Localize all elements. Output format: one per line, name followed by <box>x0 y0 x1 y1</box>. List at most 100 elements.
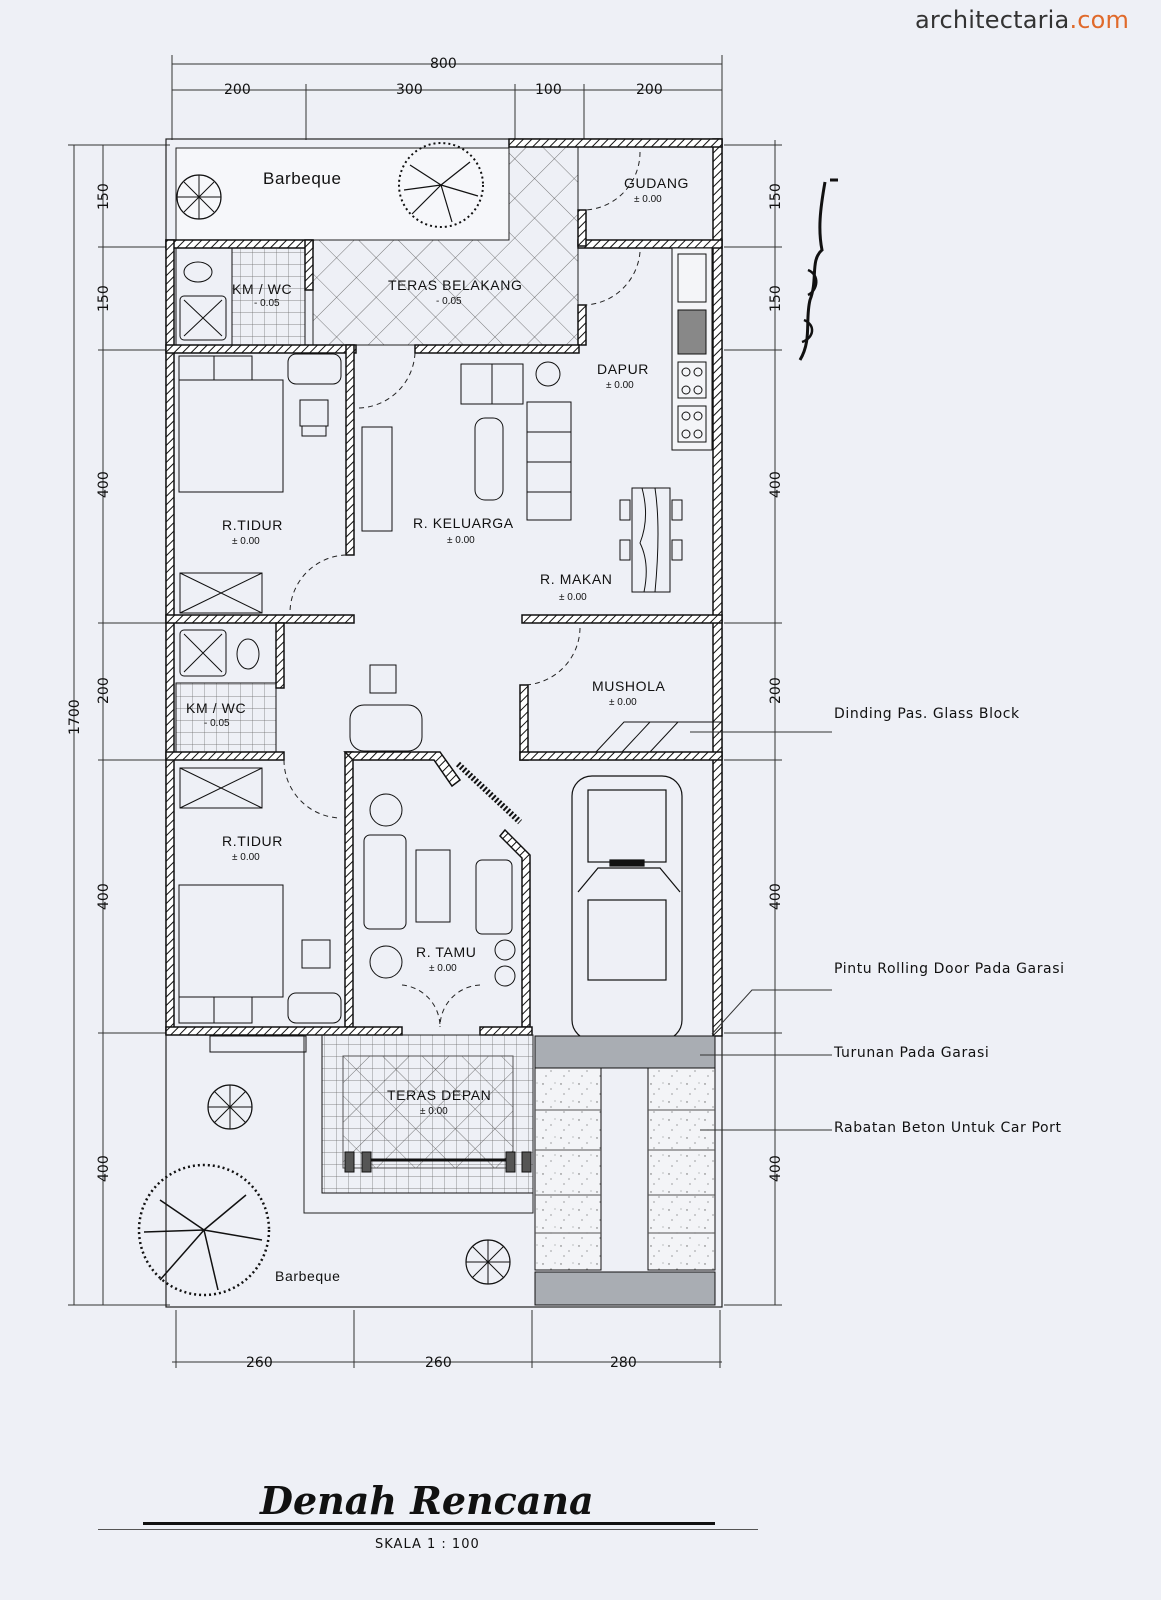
tree-icon <box>137 1163 271 1297</box>
bathroom-mid-tiles <box>175 682 277 753</box>
column-icons <box>344 1151 532 1173</box>
tree-icon <box>176 174 222 220</box>
title-underline-thin <box>98 1529 758 1530</box>
garage-apron <box>534 1271 716 1306</box>
shower-icon <box>179 629 227 677</box>
level-kmwc-top: - 0.05 <box>254 298 280 309</box>
label-teras-depan: TERAS DEPAN <box>387 1087 491 1103</box>
annotation-car-port: Rabatan Beton Untuk Car Port <box>834 1120 1062 1136</box>
bedside-table-icon <box>287 992 342 1024</box>
dim-left-2: 150 <box>96 285 112 312</box>
tree-icon <box>207 1084 253 1130</box>
bed-icon <box>178 884 284 1024</box>
dim-left-1: 150 <box>96 183 112 210</box>
dimension-bottom <box>172 1310 722 1368</box>
window-sill-icon <box>209 1035 307 1053</box>
countertop-icon <box>677 309 707 355</box>
dim-bottom-3: 280 <box>610 1355 637 1371</box>
dim-top-3: 100 <box>535 82 562 98</box>
dim-bottom-2: 260 <box>425 1355 452 1371</box>
garage-ramp <box>534 1035 716 1069</box>
toilet-icon <box>183 261 213 283</box>
shower-icon <box>179 295 227 341</box>
window-icon <box>455 761 523 825</box>
dimension-top <box>171 55 723 140</box>
sofa-icon <box>460 363 524 405</box>
stove-icon <box>677 405 707 443</box>
chair-icon <box>299 399 329 437</box>
side-table-icon <box>369 945 403 979</box>
dim-right-2: 150 <box>768 285 784 312</box>
dim-left-4: 200 <box>96 677 112 704</box>
dining-table-icon <box>619 487 683 593</box>
dim-top-total: 800 <box>430 56 457 72</box>
tv-cabinet-icon <box>361 426 393 532</box>
bedside-table-icon <box>287 353 342 385</box>
wardrobe-icon <box>179 572 263 614</box>
dim-left-5: 400 <box>96 883 112 910</box>
watermark: architectaria.com <box>915 6 1129 34</box>
stove-icon <box>677 361 707 399</box>
door-swings <box>283 151 641 1028</box>
label-barbeque-top: Barbeque <box>263 169 342 188</box>
annotation-garage-ramp: Turunan Pada Garasi <box>833 1045 989 1061</box>
sofa-icon <box>363 834 407 930</box>
side-table-icon <box>369 793 403 827</box>
glass-block-wall <box>595 721 722 753</box>
teras-depan-outline <box>303 1034 534 1214</box>
dim-right-1: 150 <box>768 183 784 210</box>
dim-top-1: 200 <box>224 82 251 98</box>
title-underline <box>143 1522 715 1525</box>
dim-left-3: 400 <box>96 471 112 498</box>
sofa-icon <box>475 859 513 935</box>
level-musholla: ± 0.00 <box>609 697 637 708</box>
car-icon <box>571 775 683 1041</box>
dim-top-2: 300 <box>396 82 423 98</box>
dim-left-6: 400 <box>96 1155 112 1182</box>
sink-icon <box>677 253 707 303</box>
label-kmwc-mid: KM / WC <box>186 700 246 716</box>
annotation-leaders <box>690 731 832 1131</box>
label-gudang: GUDANG <box>624 175 689 191</box>
plan-title: Denah Rencana <box>260 1478 594 1523</box>
label-r-tidur-1: R.TIDUR <box>222 517 283 533</box>
bed-icon <box>178 355 284 493</box>
watermark-domain: .com <box>1069 6 1130 34</box>
dim-bottom-1: 260 <box>246 1355 273 1371</box>
coffee-table-icon <box>474 417 504 501</box>
level-r-tidur-2: ± 0.00 <box>232 852 260 863</box>
annotation-glass-block: Dinding Pas. Glass Block <box>834 706 1020 722</box>
label-r-makan: R. MAKAN <box>540 571 612 587</box>
sofa-icon <box>526 401 572 521</box>
wardrobe-icon <box>179 767 263 809</box>
plant-pot-icon <box>494 939 516 961</box>
level-teras-depan: ± 0.00 <box>420 1106 448 1117</box>
annotation-rolling-door: Pintu Rolling Door Pada Garasi <box>834 961 1065 977</box>
level-r-tidur-1: ± 0.00 <box>232 536 260 547</box>
level-dapur: ± 0.00 <box>606 380 634 391</box>
signature-icon <box>798 178 838 361</box>
armchair-icon <box>349 664 423 752</box>
level-r-makan: ± 0.00 <box>559 592 587 603</box>
label-barbeque-bottom: Barbeque <box>275 1268 341 1284</box>
barbeque-top-area <box>175 147 510 241</box>
level-gudang: ± 0.00 <box>634 194 662 205</box>
toilet-icon <box>236 638 260 670</box>
car-port-slab-left <box>534 1067 602 1271</box>
dim-top-4: 200 <box>636 82 663 98</box>
level-r-keluarga: ± 0.00 <box>447 535 475 546</box>
car-port-slab-right <box>647 1067 716 1271</box>
label-dapur: DAPUR <box>597 361 649 377</box>
label-musholla: MUSHOLA <box>592 678 665 694</box>
dimension-right <box>724 140 782 1306</box>
bathroom-top-tiles <box>231 247 306 346</box>
label-r-tamu: R. TAMU <box>416 944 476 960</box>
car-port-joints <box>535 1109 715 1234</box>
watermark-name: architectaria <box>915 6 1070 34</box>
plant-pot-icon <box>494 965 516 987</box>
level-teras-belakang: - 0.05 <box>436 296 462 307</box>
teras-depan-floor <box>342 1055 514 1169</box>
dim-left-total: 1700 <box>67 699 83 735</box>
chair-icon <box>301 939 331 969</box>
